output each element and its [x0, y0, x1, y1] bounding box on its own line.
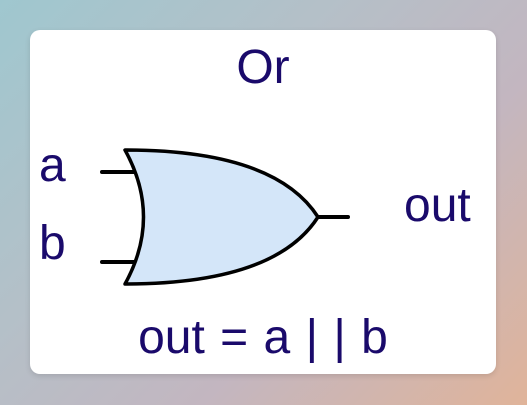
diagram-card: Or a b out out = a | | b [30, 30, 496, 374]
gate-title: Or [236, 41, 290, 94]
input-b-label: b [39, 217, 66, 270]
input-a-label: a [39, 139, 66, 192]
or-gate-body [123, 148, 320, 286]
boolean-expression: out = a | | b [138, 311, 388, 364]
or-gate-diagram [100, 148, 350, 286]
output-label: out [404, 179, 471, 232]
